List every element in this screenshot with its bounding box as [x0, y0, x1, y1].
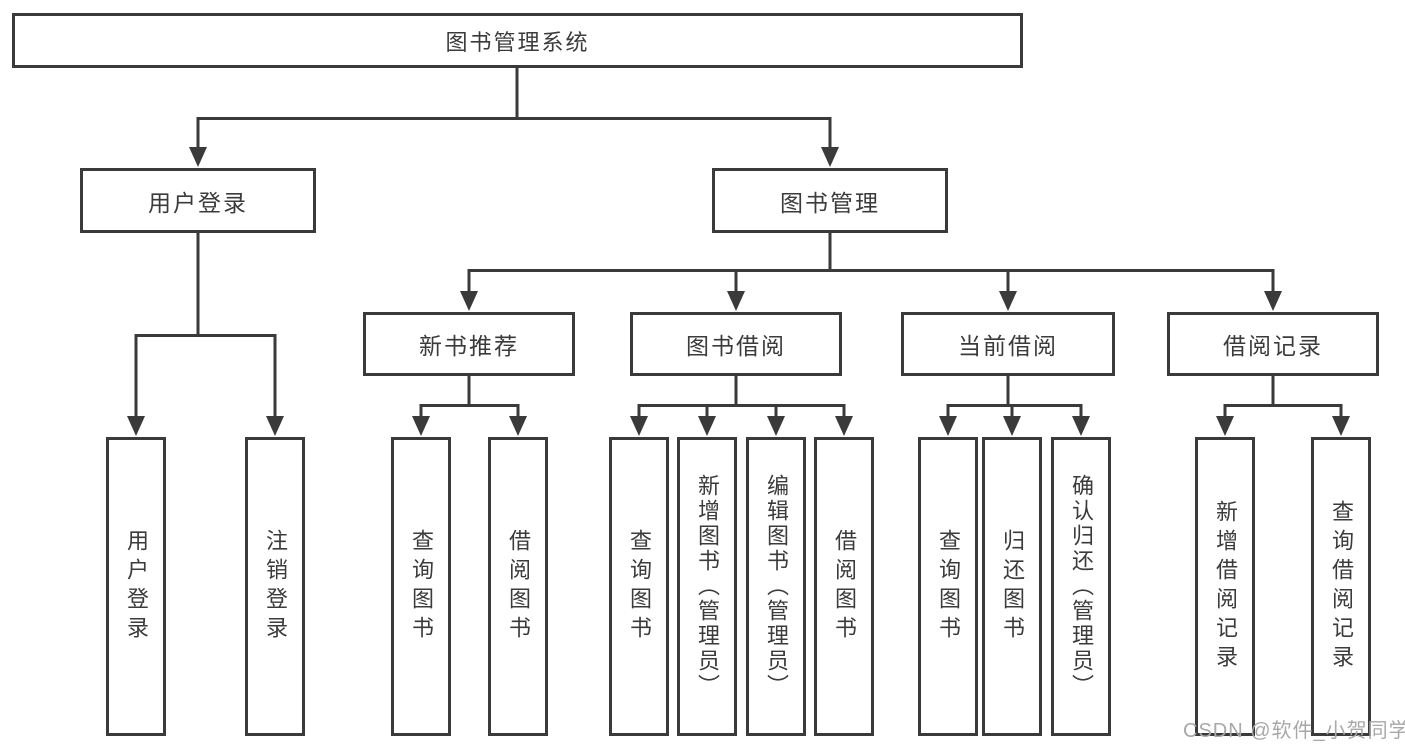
leaf-add-borrow-record: 新增借阅记录 [1195, 437, 1255, 736]
leaf-query-borrow-record: 查询借阅记录 [1311, 437, 1371, 736]
leaf-user-login: 用户登录 [106, 437, 166, 736]
leaf-add-book-admin: 新增图书（管理员） [677, 437, 737, 736]
leaf-return-book: 归还图书 [982, 437, 1042, 736]
node-book-management: 图书管理 [712, 168, 948, 233]
watermark: CSDN @软件_小贺同学 [1183, 720, 1405, 742]
leaf-query-book-recommend: 查询图书 [391, 437, 451, 736]
leaf-borrow-book-recommend: 借阅图书 [488, 437, 548, 736]
connector-book-management-children [460, 233, 1282, 311]
node-current-borrow: 当前借阅 [901, 312, 1115, 376]
node-user-login: 用户登录 [80, 168, 316, 233]
leaf-query-book-borrow: 查询图书 [609, 437, 669, 736]
leaf-edit-book-admin: 编辑图书（管理员） [746, 437, 806, 736]
connector-new-book-children [412, 376, 527, 436]
leaf-logout: 注销登录 [245, 437, 305, 736]
leaf-confirm-return-admin: 确认归还（管理员） [1051, 437, 1111, 736]
connector-root-to-level1 [189, 66, 839, 167]
connector-book-borrow-children [630, 376, 853, 436]
connector-user-login-children [127, 233, 284, 436]
node-new-book-recommend: 新书推荐 [363, 312, 575, 376]
leaf-borrow-book: 借阅图书 [814, 437, 874, 736]
node-borrow-record: 借阅记录 [1167, 312, 1379, 376]
connector-current-borrow-children [939, 376, 1090, 436]
node-book-borrow: 图书借阅 [630, 312, 842, 376]
leaf-query-book-current: 查询图书 [918, 437, 978, 736]
connector-borrow-record-children [1216, 376, 1350, 436]
node-root-system: 图书管理系统 [12, 13, 1023, 68]
